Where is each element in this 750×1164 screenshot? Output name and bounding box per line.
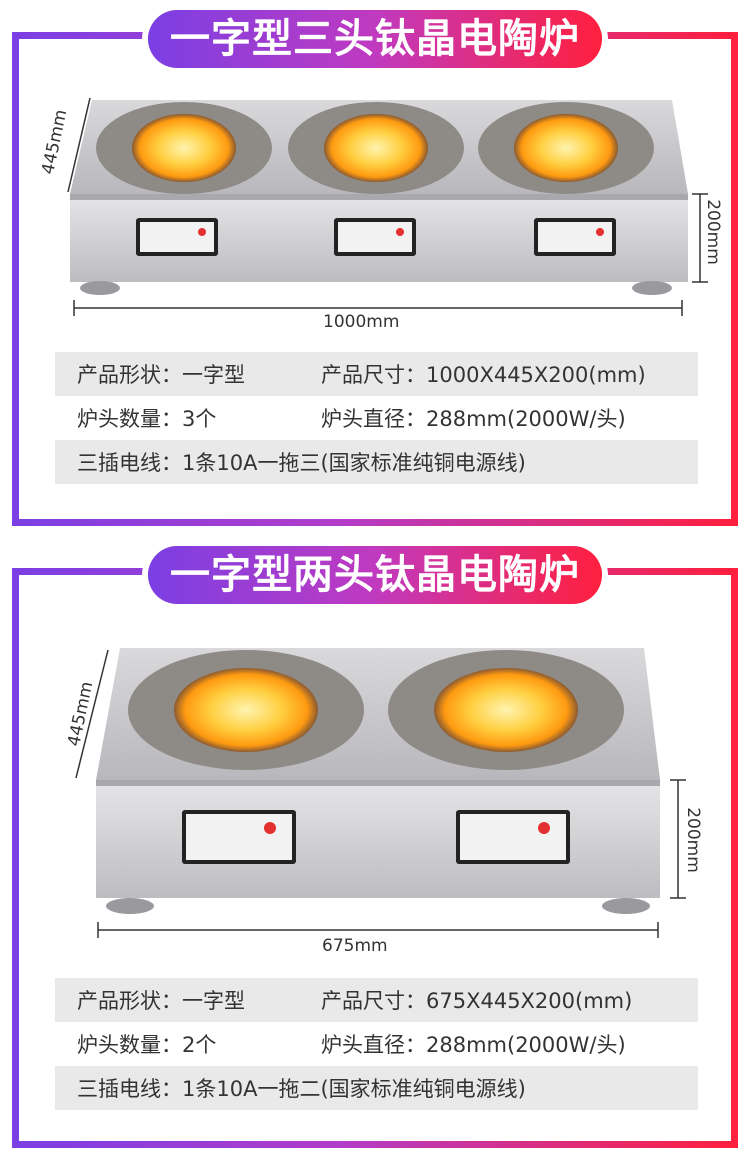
height-dimension-label: 200mm xyxy=(682,807,703,873)
product-panel-three-burner: 445mm 200mm 1000mm 产品形状：一字型 产品尺寸：1000X44… xyxy=(12,32,738,526)
control-panel-2 xyxy=(456,810,570,864)
control-panel-1 xyxy=(136,218,218,256)
spec-burner-count: 炉头数量：3个 xyxy=(77,407,217,431)
burner-2 xyxy=(388,650,624,770)
burner-3 xyxy=(478,102,654,194)
spec-size: 产品尺寸：1000X445X200(mm) xyxy=(321,363,646,387)
spec-burner-count: 炉头数量：2个 xyxy=(77,1033,217,1057)
width-dimension-label: 1000mm xyxy=(323,312,400,332)
stove-foot-right xyxy=(602,898,650,914)
spec-row: 产品形状：一字型 产品尺寸：675X445X200(mm) xyxy=(55,978,698,1022)
control-panel-1 xyxy=(182,810,296,864)
burner-1 xyxy=(128,650,364,770)
burner-1 xyxy=(96,102,272,194)
spec-power-cord: 三插电线：1条10A一拖二(国家标准纯铜电源线) xyxy=(77,1077,526,1101)
panel-title-three-burner: 一字型三头钛晶电陶炉 xyxy=(148,10,602,68)
spec-burner-diameter: 炉头直径：288mm(2000W/头) xyxy=(321,1033,626,1057)
stove-foot-left xyxy=(80,281,120,295)
control-panel-3 xyxy=(534,218,616,256)
stove-foot-left xyxy=(106,898,154,914)
spec-table: 产品形状：一字型 产品尺寸：1000X445X200(mm) 炉头数量：3个 炉… xyxy=(55,352,698,484)
spec-power-cord: 三插电线：1条10A一拖三(国家标准纯铜电源线) xyxy=(77,451,526,475)
spec-row: 三插电线：1条10A一拖三(国家标准纯铜电源线) xyxy=(55,440,698,484)
burner-2 xyxy=(288,102,464,194)
spec-row: 产品形状：一字型 产品尺寸：1000X445X200(mm) xyxy=(55,352,698,396)
spec-row: 炉头数量：3个 炉头直径：288mm(2000W/头) xyxy=(55,396,698,440)
two-burner-stove-illustration xyxy=(75,648,686,938)
panel-title-two-burner: 一字型两头钛晶电陶炉 xyxy=(148,546,602,604)
product-panel-two-burner: 445mm 200mm 675mm 产品形状：一字型 产品尺寸：675X445X… xyxy=(12,568,738,1148)
three-burner-stove-illustration xyxy=(67,97,708,316)
spec-burner-diameter: 炉头直径：288mm(2000W/头) xyxy=(321,407,626,431)
spec-row: 炉头数量：2个 炉头直径：288mm(2000W/头) xyxy=(55,1022,698,1066)
stove-front-body xyxy=(96,780,660,898)
spec-shape: 产品形状：一字型 xyxy=(77,363,245,387)
spec-row: 三插电线：1条10A一拖二(国家标准纯铜电源线) xyxy=(55,1066,698,1110)
stove-foot-right xyxy=(632,281,672,295)
spec-shape: 产品形状：一字型 xyxy=(77,989,245,1013)
spec-table: 产品形状：一字型 产品尺寸：675X445X200(mm) 炉头数量：2个 炉头… xyxy=(55,978,698,1110)
height-dimension-label: 200mm xyxy=(702,199,723,265)
width-dimension-label: 675mm xyxy=(322,936,388,956)
spec-size: 产品尺寸：675X445X200(mm) xyxy=(321,989,633,1013)
control-panel-2 xyxy=(334,218,416,256)
